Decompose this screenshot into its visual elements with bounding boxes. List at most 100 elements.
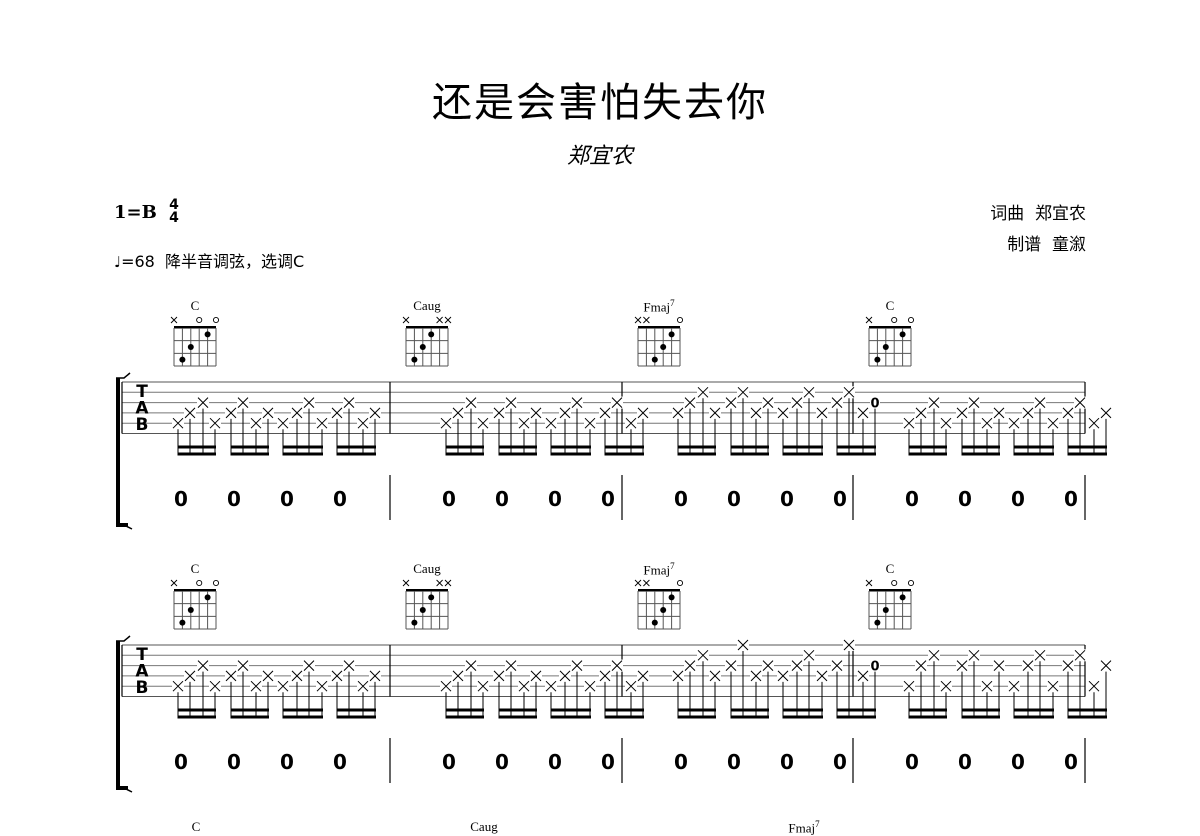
muted-note-x (518, 417, 530, 429)
beam (783, 715, 823, 719)
muted-note-x (545, 680, 557, 692)
chord-name: C (885, 298, 895, 313)
finger-dot (179, 356, 186, 363)
beam (1068, 708, 1107, 712)
muted-note-x (1088, 417, 1100, 429)
rhythm-beat: 0 (442, 487, 456, 511)
muted-note-x (493, 407, 505, 419)
muted-note-x (750, 407, 762, 419)
muted-note-x (1034, 649, 1046, 661)
rhythm-beat: 0 (280, 750, 294, 774)
muted-string-icon (634, 316, 642, 324)
finger-dot (204, 594, 211, 601)
muted-note-x (250, 417, 262, 429)
muted-note-x (1034, 397, 1046, 408)
open-string-icon (196, 579, 203, 587)
muted-note-x (331, 670, 343, 682)
muted-note-x (172, 680, 184, 692)
muted-note-x (637, 670, 649, 682)
muted-note-x (750, 670, 762, 682)
muted-note-x (1100, 407, 1112, 419)
muted-note-x (915, 407, 927, 419)
beam (962, 708, 1000, 712)
beam (231, 445, 269, 449)
finger-dot (660, 607, 667, 613)
chord-name: C (190, 298, 200, 313)
tuning-note: 降半音调弦，选调C (165, 252, 305, 271)
beam (446, 715, 484, 719)
beam (551, 445, 591, 449)
muted-note-x (440, 680, 452, 692)
muted-note-x (452, 407, 464, 419)
muted-string-icon (643, 316, 650, 324)
muted-note-x (197, 397, 209, 408)
finger-dot (428, 594, 435, 601)
muted-note-x (1022, 660, 1034, 671)
chord-diagram (170, 316, 220, 367)
muted-string-icon (402, 579, 410, 587)
open-string-icon (196, 316, 203, 324)
rhythm-beat: 0 (442, 750, 456, 774)
open-string-icon (907, 316, 915, 324)
muted-note-x (197, 660, 209, 671)
system-bracket (116, 641, 128, 790)
finger-dot (874, 356, 881, 363)
beam (178, 708, 216, 712)
rhythm-beat: 0 (548, 750, 562, 774)
beam (231, 452, 269, 456)
finger-dot (419, 607, 426, 613)
muted-note-x (277, 417, 289, 429)
beam (499, 708, 537, 712)
muted-note-x (968, 649, 980, 661)
song-artist: 郑宜农 (566, 144, 633, 169)
rhythm-beat: 0 (833, 750, 847, 774)
beam (909, 452, 947, 456)
quarter-note-icon: ♩ (114, 253, 122, 271)
muted-note-x (1074, 649, 1086, 661)
muted-note-x (262, 407, 274, 419)
muted-note-x (559, 407, 571, 419)
beam (678, 715, 716, 719)
rhythm-beat: 0 (495, 487, 509, 511)
beam (678, 452, 716, 456)
beam (1014, 452, 1054, 456)
rhythm-beat: 0 (727, 750, 741, 774)
beam (909, 708, 947, 712)
open-string-icon (891, 316, 898, 324)
finger-dot (882, 607, 889, 613)
beam (837, 445, 876, 449)
muted-string-icon (444, 579, 452, 587)
credits: 词曲 郑宜农 制谱 童溆 (990, 199, 1086, 261)
muted-note-x (209, 680, 221, 692)
muted-note-x (672, 407, 684, 419)
muted-note-x (184, 407, 196, 419)
muted-string-icon (865, 316, 873, 324)
muted-note-x (237, 660, 249, 671)
muted-note-x (477, 680, 489, 692)
muted-string-icon (634, 579, 642, 587)
song-title: 还是会害怕失去你 (432, 80, 768, 126)
muted-note-x (956, 660, 968, 671)
credit-role: 制谱 (1007, 235, 1042, 255)
beam (231, 715, 269, 719)
muted-note-x (477, 417, 489, 429)
finger-dot (874, 619, 881, 626)
beam (605, 715, 644, 719)
credit-lyrics-music: 词曲 郑宜农 (990, 199, 1086, 230)
muted-note-x (571, 660, 583, 671)
beam (446, 445, 484, 449)
beam (1014, 445, 1054, 449)
muted-note-x (545, 417, 557, 429)
beam (605, 445, 644, 449)
muted-note-x (505, 397, 517, 408)
chord-name-superscript: 7 (670, 561, 675, 571)
chord-diagram (634, 579, 684, 630)
muted-string-icon (436, 579, 443, 587)
open-string-icon (676, 316, 684, 324)
muted-note-x (697, 386, 709, 398)
beam (962, 445, 1000, 449)
system-bracket (116, 378, 128, 527)
muted-note-x (184, 670, 196, 682)
rhythm-beat: 0 (333, 750, 347, 774)
